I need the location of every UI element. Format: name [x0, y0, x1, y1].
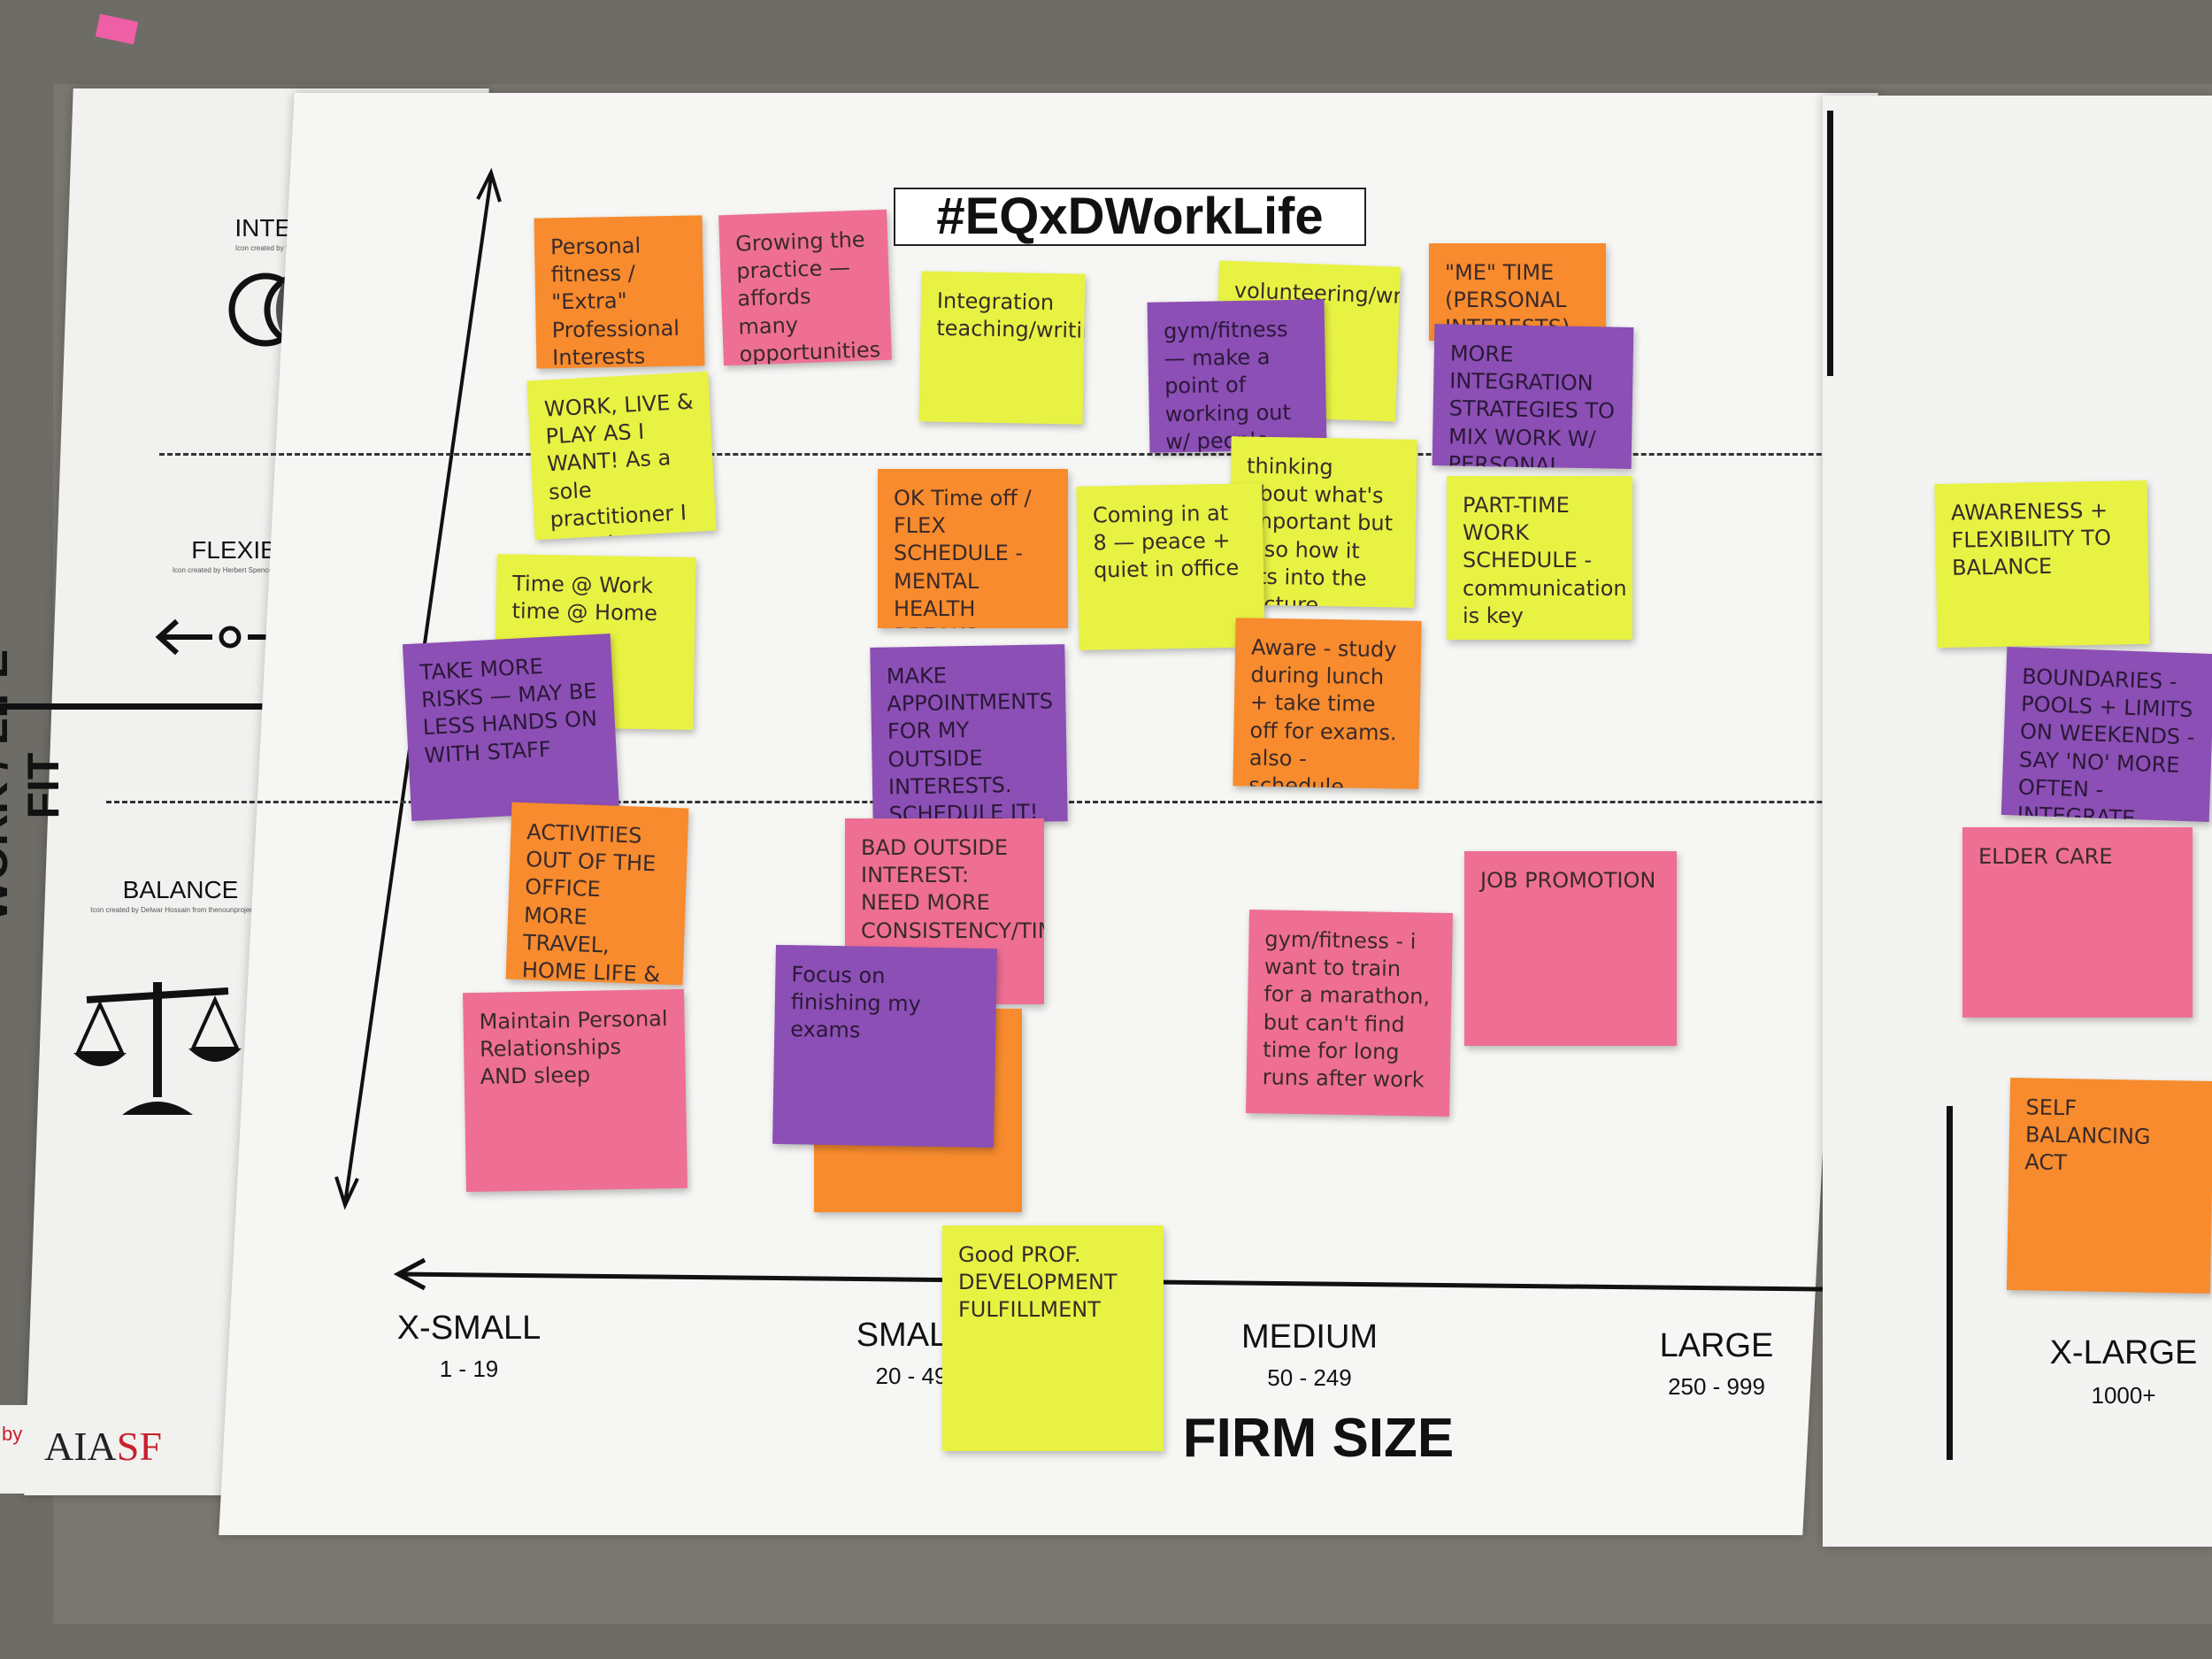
sticky-note: BOUNDARIES - POOLS + LIMITS ON WEEKENDS …	[2001, 646, 2212, 823]
sticky-note: Integration teaching/writing	[918, 271, 1086, 425]
dashed-divider-bottom	[106, 801, 2212, 803]
divider-line	[0, 703, 349, 710]
sticky-note: Personal fitness / "Extra" Professional …	[534, 215, 705, 369]
credit-flexibility: Icon created by Herbert Spencer from the…	[172, 566, 356, 574]
sticky-note: PART-TIME WORK SCHEDULE - communication …	[1447, 476, 1632, 640]
mode-label-balance: BALANCE	[122, 876, 239, 903]
sticky-note: JOB PROMOTION	[1464, 851, 1677, 1046]
size-label-xlarge: X-LARGE	[2049, 1334, 2198, 1371]
sticky-note: SELF BALANCING ACT	[2006, 1078, 2212, 1294]
aiasf-logo: AIASF	[44, 1424, 162, 1469]
sponsor-area: by AIASF	[0, 1405, 230, 1494]
sticky-note: gym/fitness — make a point of working ou…	[1147, 299, 1327, 453]
dashed-divider-top	[159, 453, 2212, 456]
hashtag-title: #EQxDWorkLife	[894, 188, 1366, 246]
x-axis-label: FIRM SIZE	[1182, 1408, 1455, 1469]
size-range-xsmall: 1 - 19	[439, 1356, 499, 1382]
size-range-xlarge: 1000+	[2091, 1382, 2156, 1409]
sticky-note: Growing the practice — affords many oppo…	[718, 209, 892, 366]
size-label-xsmall: X-SMALL	[396, 1310, 541, 1347]
right-panel	[1823, 96, 2212, 1547]
sticky-note: Maintain Personal Relationships AND slee…	[463, 988, 687, 1193]
size-range-small: 20 - 49	[875, 1363, 948, 1389]
sticky-note: WORK, LIVE & PLAY AS I WANT! As a sole p…	[526, 371, 717, 541]
horizontal-axis-arrow	[393, 1257, 2071, 1294]
credit-balance: Icon created by Delwar Hossain from then…	[90, 906, 271, 914]
size-range-medium: 50 - 249	[1267, 1364, 1352, 1391]
pink-eraser	[95, 13, 139, 45]
balance-scale-icon	[73, 982, 242, 1115]
size-range-large: 250 - 999	[1668, 1373, 1765, 1400]
sticky-note: MORE INTEGRATION STRATEGIES TO MIX WORK …	[1432, 324, 1634, 469]
size-label-large: LARGE	[1659, 1327, 1774, 1364]
sticky-note: Aware - study during lunch + take time o…	[1233, 618, 1422, 789]
sticky-note: ELDER CARE	[1962, 827, 2193, 1018]
sticky-note: gym/fitness - i want to train for a mara…	[1246, 910, 1453, 1117]
sponsor-prefix: by	[2, 1423, 23, 1445]
sticky-note: Good PROF. DEVELOPMENT FULFILLMENT	[942, 1225, 1164, 1451]
sticky-note: Focus on finishing my exams	[772, 944, 997, 1148]
sticky-note: MAKE APPOINTMENTS FOR MY OUTSIDE INTERES…	[870, 644, 1068, 825]
right-divider-top	[1827, 111, 1833, 376]
size-label-medium: MEDIUM	[1240, 1318, 1379, 1356]
sticky-note: OK Time off / FLEX SCHEDULE - MENTAL HEA…	[878, 469, 1068, 628]
sticky-note: TAKE MORE RISKS — MAY BE LESS HANDS ON W…	[402, 633, 620, 822]
sticky-note: ACTIVITIES OUT OF THE OFFICE MORE TRAVEL…	[505, 802, 689, 986]
y-axis-label: WORK / LIFE FIT	[0, 649, 68, 923]
sticky-note: AWARENESS + FLEXIBILITY TO BALANCE	[1934, 480, 2150, 649]
right-divider-bottom	[1947, 1106, 1953, 1460]
